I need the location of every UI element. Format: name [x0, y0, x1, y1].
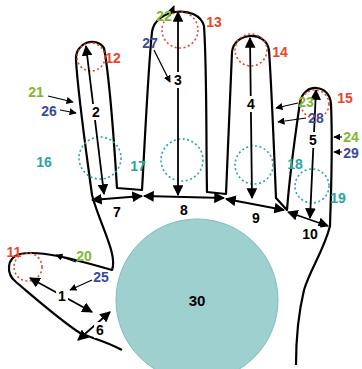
callout-number: 18	[285, 156, 305, 172]
callout-number: 28	[306, 110, 326, 126]
callout-number: 14	[270, 44, 290, 60]
callout-number: 25	[91, 269, 111, 285]
callout-number: 4	[245, 96, 257, 112]
callout-number: 22	[154, 8, 174, 24]
callout-number: 8	[178, 202, 190, 218]
callout-number: 19	[328, 190, 348, 206]
callout-number: 24	[341, 129, 361, 145]
callout-number: 13	[204, 14, 224, 30]
callout-number: 7	[111, 204, 123, 220]
callout-number: 17	[128, 158, 148, 174]
callout-number: 20	[74, 248, 94, 264]
palm-circle: 30	[115, 218, 279, 369]
callout-number: 9	[250, 210, 262, 226]
callout-number: 10	[300, 226, 320, 242]
knuckle-circles	[79, 137, 329, 203]
callout-number: 26	[39, 103, 59, 119]
callout-number: 27	[140, 35, 160, 51]
callout-number: 6	[94, 322, 106, 338]
callout-number: 23	[296, 94, 316, 110]
callout-number: 2	[90, 104, 102, 120]
callout-number: 3	[172, 72, 184, 88]
callout-number: 16	[34, 154, 54, 170]
callout-number: 15	[335, 90, 355, 106]
callout-number: 21	[26, 84, 46, 100]
callout-number: 12	[103, 50, 123, 66]
callout-number: 5	[307, 132, 319, 148]
callout-number: 11	[5, 244, 24, 260]
callout-number: 1	[56, 288, 68, 304]
callout-number: 30	[189, 292, 206, 309]
callout-number: 29	[341, 145, 361, 161]
